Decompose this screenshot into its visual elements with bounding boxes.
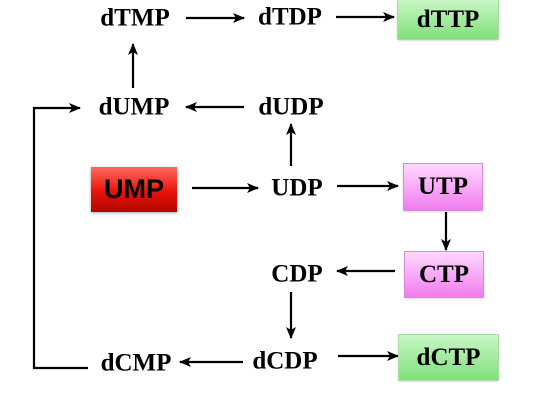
- node-dump: dUMP: [98, 93, 170, 121]
- node-ump: UMP: [91, 167, 177, 212]
- node-utp: UTP: [404, 164, 482, 210]
- node-dcmp: dCMP: [100, 349, 172, 377]
- node-dctp: dCTP: [399, 335, 498, 380]
- node-dcdp: dCDP: [252, 347, 318, 375]
- node-cdp: CDP: [271, 260, 323, 288]
- node-dudp: dUDP: [258, 93, 324, 121]
- node-dtdp: dTDP: [258, 3, 322, 31]
- node-udp: UDP: [271, 174, 323, 202]
- node-dtmp: dTMP: [100, 4, 170, 32]
- arrow-dcmp-to-dump: [32, 103, 88, 370]
- node-ctp: CTP: [405, 252, 483, 297]
- node-dttp: dTTP: [398, 0, 498, 39]
